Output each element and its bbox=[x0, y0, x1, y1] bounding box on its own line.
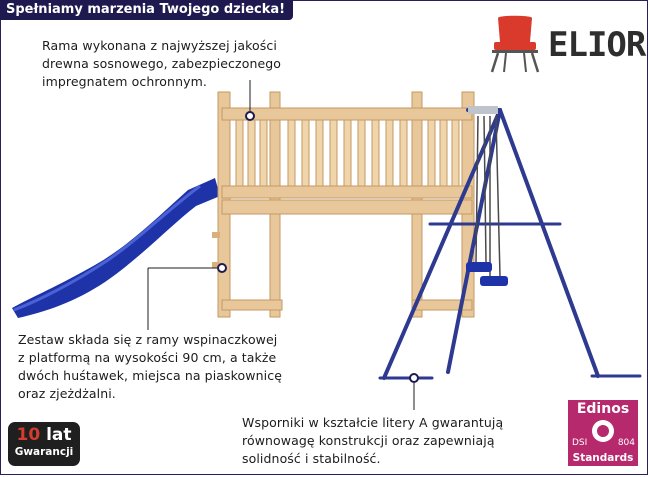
page-title: Spełniamy marzenia Twojego dziecka! bbox=[0, 0, 294, 20]
note-line: impregnatem ochronnym. bbox=[42, 74, 207, 89]
warranty-badge: 10 lat Gwarancji bbox=[8, 422, 80, 466]
wooden-frame bbox=[217, 91, 475, 318]
certificate-title: Edinos bbox=[576, 401, 630, 417]
certificate-emblem-icon bbox=[592, 420, 614, 442]
certificate-dsi: DSI bbox=[572, 438, 588, 448]
note-frame: Rama wykonana z najwyższej jakości drewn… bbox=[42, 37, 342, 91]
swing-chains bbox=[475, 115, 501, 277]
railing-slats bbox=[235, 119, 460, 187]
swing-hangers bbox=[468, 106, 498, 114]
note-line: równowagę konstrukcji oraz zapewniają bbox=[242, 433, 495, 448]
note-line: Wsporniki w kształcie litery A gwarantuj… bbox=[242, 415, 504, 430]
note-line: dwóch huśtawek, miejsca na piaskownicę bbox=[18, 368, 282, 383]
note-line: Zestaw składa się z ramy wspinaczkowej bbox=[18, 332, 278, 347]
note-line: solidność i stabilność. bbox=[242, 451, 381, 466]
warranty-years: 10 lat bbox=[16, 425, 72, 445]
certificate-number: 804 bbox=[617, 438, 635, 448]
note-supports: Wsporniki w kształcie litery A gwarantuj… bbox=[242, 414, 572, 468]
warranty-label: Gwarancji bbox=[14, 446, 74, 458]
note-line: z platformą na wysokości 90 cm, a także bbox=[18, 350, 277, 365]
pointer-markers bbox=[217, 111, 419, 383]
note-line: oraz zjeżdżalni. bbox=[18, 386, 116, 401]
certificate-badge: Edinos DSI 804 Standards bbox=[568, 400, 638, 466]
swing-seats bbox=[466, 262, 508, 286]
climbing-holds bbox=[212, 232, 220, 268]
note-line: drewna sosnowego, zabezpieczonego bbox=[42, 56, 282, 71]
brand-name: ELIOR bbox=[548, 25, 646, 65]
brand-logo: ELIOR bbox=[486, 14, 646, 74]
pointer-lines bbox=[147, 80, 415, 410]
chair-icon bbox=[490, 15, 540, 73]
note-set: Zestaw składa się z ramy wspinaczkowej z… bbox=[18, 331, 348, 403]
certificate-standards: Standards bbox=[572, 452, 634, 464]
note-line: Rama wykonana z najwyższej jakości bbox=[42, 38, 277, 53]
